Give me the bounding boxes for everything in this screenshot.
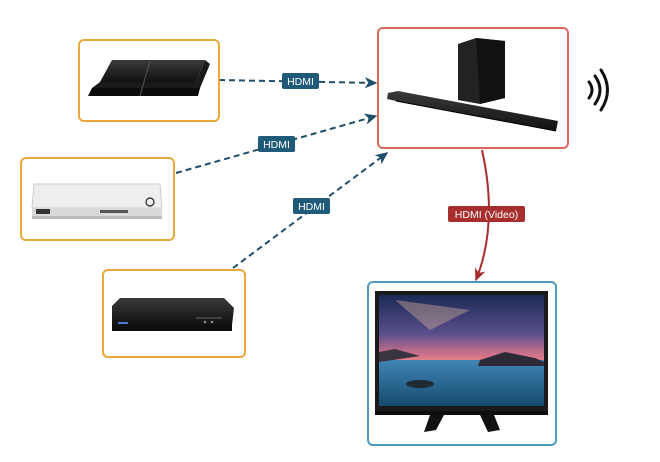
hdmi-label-xbox-text: HDMI xyxy=(263,139,290,151)
tv-device xyxy=(367,281,557,446)
hdmi-label-bluray-text: HDMI xyxy=(298,201,325,213)
game-console-icon xyxy=(88,60,210,97)
television-icon xyxy=(375,291,548,432)
hdmi-line-ps4 xyxy=(218,77,378,89)
hdmi-label-xbox: HDMI xyxy=(258,136,295,152)
hdmi-label-ps4-text: HDMI xyxy=(287,76,314,88)
soundbar-icon xyxy=(387,38,558,132)
bluray-player-icon xyxy=(112,298,234,331)
xbox-device xyxy=(20,157,175,241)
soundbar-device xyxy=(377,27,569,149)
hdmi-line-bluray xyxy=(232,152,389,269)
wireless-signal-icon xyxy=(587,68,609,112)
bluray-device xyxy=(102,269,246,358)
hdmi-label-ps4: HDMI xyxy=(282,73,319,89)
hdmi-video-label-text: HDMI (Video) xyxy=(455,209,518,221)
hdmi-video-label: HDMI (Video) xyxy=(448,206,525,222)
hdmi-label-bluray: HDMI xyxy=(293,198,330,214)
game-console-icon xyxy=(31,183,163,219)
ps4-device xyxy=(78,39,220,122)
